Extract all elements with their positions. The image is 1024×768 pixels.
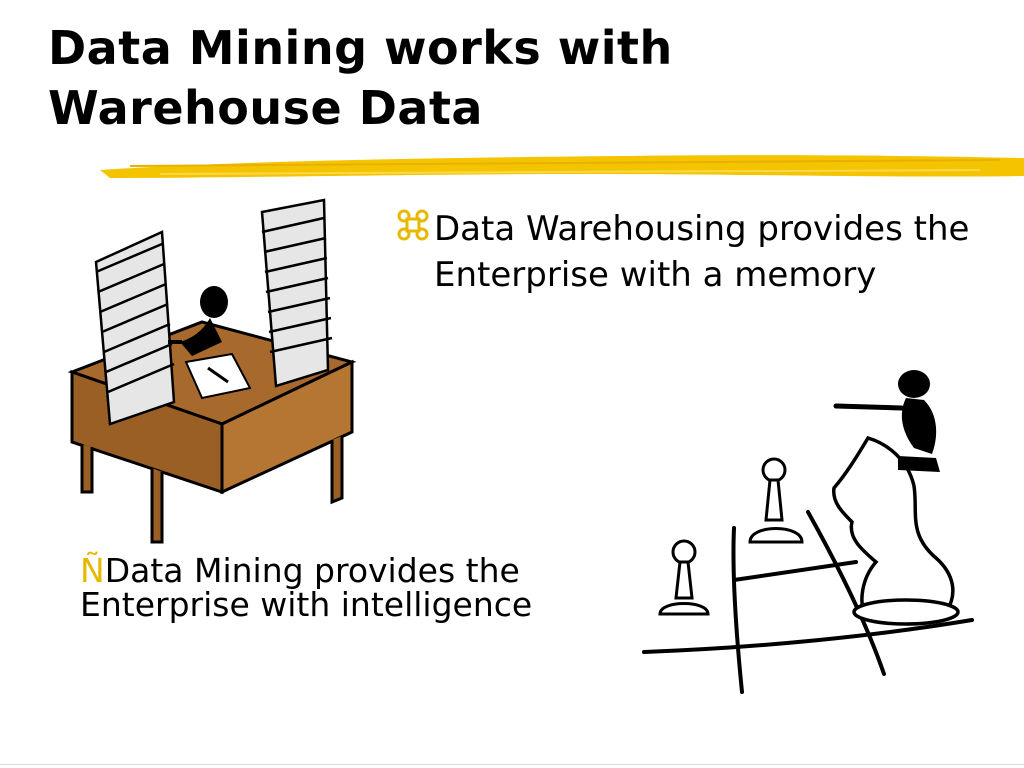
command-symbol-icon <box>397 209 429 241</box>
desk-with-paper-stacks-illustration <box>67 198 357 544</box>
slide-bottom-border <box>0 764 1024 765</box>
bullet-2-line-2: Enterprise with intelligence <box>80 585 533 624</box>
slide-title: Data Mining works with Warehouse Data <box>48 18 948 138</box>
title-underline-brushstroke <box>100 155 1024 178</box>
bullet-1-line-1: Data Warehousing provides the <box>434 209 970 249</box>
bullet-1-text: Data Warehousing provides the Enterprise… <box>434 206 1014 298</box>
chess-knight-rider-illustration <box>642 370 974 694</box>
bullet-data-mining: ÑData Mining provides the Enterprise wit… <box>80 554 580 622</box>
bullet-2-line-1-text: Data Mining provides the <box>104 551 520 590</box>
title-line-1: Data Mining works with <box>48 21 673 75</box>
bullet-2-marker: Ñ <box>80 551 105 590</box>
title-line-2: Warehouse Data <box>48 81 483 135</box>
bullet-2-line-1: ÑData Mining provides the <box>80 554 580 588</box>
bullet-1-line-2: Enterprise with a memory <box>434 255 877 295</box>
